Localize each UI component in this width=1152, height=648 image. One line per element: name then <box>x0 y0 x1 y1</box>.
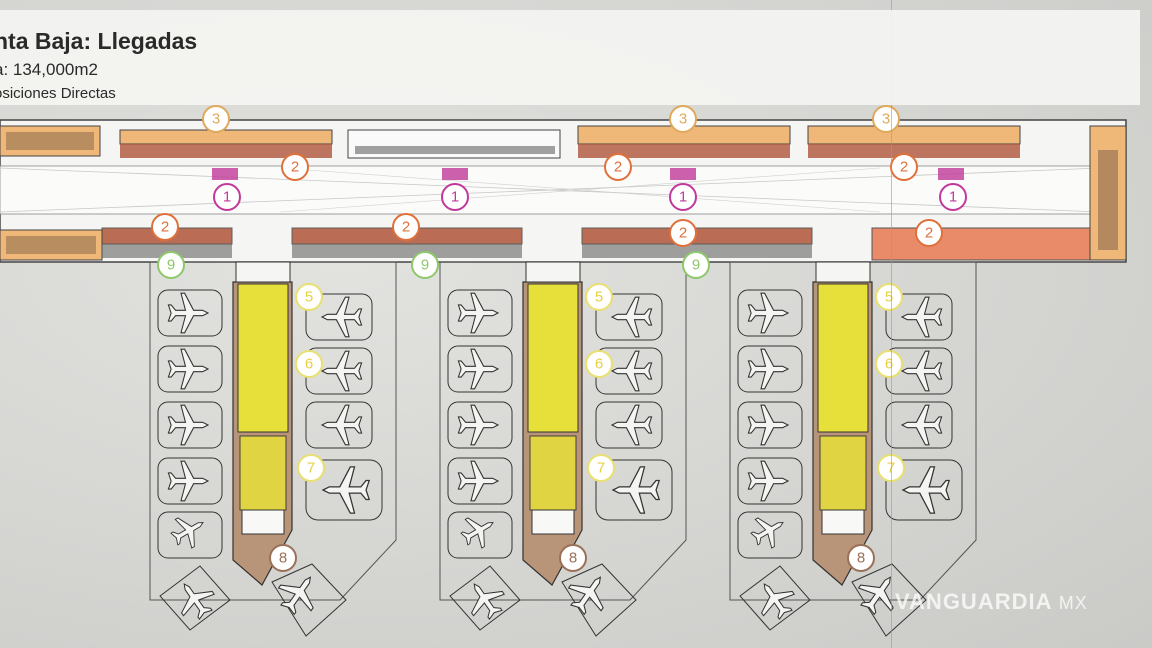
badge-5: 5 <box>295 283 323 311</box>
badges: 1 1 1 1 2 2 2 2 2 2 2 3 3 3 9 9 9 5 6 7 … <box>151 105 967 572</box>
svg-text:9: 9 <box>167 257 175 274</box>
badge-3: 3 <box>202 105 230 133</box>
svg-text:6: 6 <box>595 356 603 373</box>
pier-c <box>729 261 977 601</box>
badge-2: 2 <box>281 153 309 181</box>
area-label: a: 134,000m2 <box>0 60 98 79</box>
frame-divider-line <box>891 0 892 648</box>
badge-3: 3 <box>669 105 697 133</box>
svg-text:3: 3 <box>882 111 890 128</box>
svg-text:1: 1 <box>451 189 459 206</box>
badge-8: 8 <box>847 544 875 572</box>
badge-6: 6 <box>585 350 613 378</box>
svg-text:5: 5 <box>595 289 603 306</box>
page-title: nta Baja: Llegadas <box>0 28 198 54</box>
svg-text:2: 2 <box>900 159 908 176</box>
badge-2: 2 <box>151 213 179 241</box>
badge-9: 9 <box>157 251 185 279</box>
svg-text:8: 8 <box>279 550 287 567</box>
svg-text:8: 8 <box>569 550 577 567</box>
svg-text:9: 9 <box>421 257 429 274</box>
plan-header: nta Baja: Llegadas a: 134,000m2 osicione… <box>0 10 1140 105</box>
svg-text:2: 2 <box>291 159 299 176</box>
svg-text:9: 9 <box>692 257 700 274</box>
svg-text:2: 2 <box>679 225 687 242</box>
watermark-text: VANGUARDIA <box>895 589 1052 614</box>
svg-text:5: 5 <box>305 289 313 306</box>
svg-text:2: 2 <box>161 219 169 236</box>
badge-5: 5 <box>585 283 613 311</box>
svg-text:3: 3 <box>679 111 687 128</box>
badge-7: 7 <box>587 454 615 482</box>
badge-8: 8 <box>269 544 297 572</box>
badge-9: 9 <box>411 251 439 279</box>
gate-piers <box>149 261 977 601</box>
badge-2: 2 <box>392 213 420 241</box>
badge-9: 9 <box>682 251 710 279</box>
badge-1: 1 <box>939 183 967 211</box>
svg-text:2: 2 <box>925 225 933 242</box>
pier-b <box>439 261 687 601</box>
svg-text:6: 6 <box>305 356 313 373</box>
svg-text:2: 2 <box>614 159 622 176</box>
svg-text:7: 7 <box>307 460 315 477</box>
svg-text:7: 7 <box>597 460 605 477</box>
pods <box>212 168 964 180</box>
badge-6: 6 <box>295 350 323 378</box>
badge-1: 1 <box>441 183 469 211</box>
svg-text:6: 6 <box>885 356 893 373</box>
svg-text:8: 8 <box>857 550 865 567</box>
badge-6: 6 <box>875 350 903 378</box>
svg-text:5: 5 <box>885 289 893 306</box>
badge-1: 1 <box>669 183 697 211</box>
pier-a <box>149 261 397 601</box>
svg-text:1: 1 <box>223 189 231 206</box>
badge-2: 2 <box>915 219 943 247</box>
badge-5: 5 <box>875 283 903 311</box>
badge-1: 1 <box>213 183 241 211</box>
badge-2: 2 <box>604 153 632 181</box>
badge-2: 2 <box>890 153 918 181</box>
badge-2: 2 <box>669 219 697 247</box>
badge-8: 8 <box>559 544 587 572</box>
svg-text:3: 3 <box>212 111 220 128</box>
badge-7: 7 <box>297 454 325 482</box>
svg-text:1: 1 <box>949 189 957 206</box>
watermark-logo: VANGUARDIA MX <box>895 589 1088 615</box>
svg-text:1: 1 <box>679 189 687 206</box>
watermark-suffix: MX <box>1058 593 1088 613</box>
badge-3: 3 <box>872 105 900 133</box>
svg-text:2: 2 <box>402 219 410 236</box>
terminal-building <box>0 119 1127 263</box>
positions-label: osiciones Directas <box>0 85 116 102</box>
